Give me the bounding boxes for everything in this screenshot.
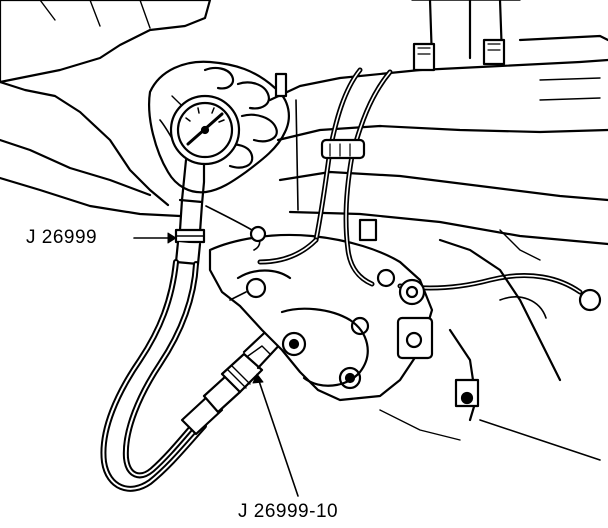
injection-lines [257, 67, 583, 306]
gauge-stem [174, 158, 206, 266]
pressure-gauge [169, 94, 241, 166]
flex-hose [100, 259, 207, 492]
leader-j26999 [133, 232, 177, 244]
wire [205, 205, 267, 251]
label-j26999-10: J 26999-10 [238, 501, 339, 522]
arm-sleeve [0, 0, 212, 218]
engine-block [268, 0, 608, 246]
right-components [358, 218, 602, 461]
leader-j26999-10 [252, 373, 299, 497]
label-j26999: J 26999 [26, 227, 98, 248]
